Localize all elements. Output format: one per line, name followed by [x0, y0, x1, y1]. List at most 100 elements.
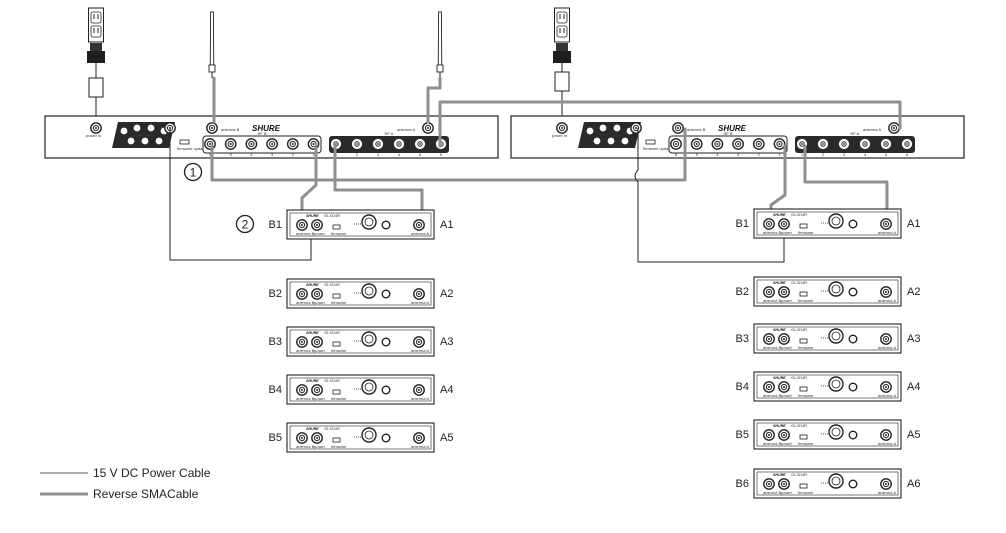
slot-label-b: B6: [736, 478, 749, 490]
xlr-output: [828, 424, 844, 440]
xlr-output: [828, 213, 844, 229]
rf-b-port-5: [286, 138, 299, 150]
dc-power-cables: [169, 128, 785, 263]
headphone-output: [381, 220, 391, 230]
power-plug-right: [553, 43, 571, 121]
rf-b-label: RF B: [257, 131, 266, 136]
slot-label-a: A3: [907, 333, 920, 345]
headphone-output: [381, 337, 391, 347]
receiver-firmware-label: firmware: [798, 298, 814, 303]
dc-cable-right: [634, 128, 785, 263]
headphone-output: [848, 479, 858, 489]
rf-b-label: RF B: [723, 131, 732, 136]
rf-b-port-1: [670, 138, 682, 150]
receiver-power-label: power: [314, 300, 326, 305]
receiver-antenna-a-jack: [880, 429, 892, 441]
receiver-power-label: power: [781, 441, 793, 446]
rf-a-port-number: 3: [843, 152, 846, 157]
receiver-firmware-label: firmware: [331, 300, 347, 305]
receiver-antenna-a-label: antenna A: [411, 444, 429, 449]
receiver-model: GLXD4R: [324, 213, 340, 218]
rf-a-port-number: 6: [440, 152, 443, 157]
power-out-label: power out: [600, 132, 618, 137]
rf-b-port-number: 6: [675, 152, 678, 157]
rf-b-port-1: [204, 138, 216, 150]
receiver-antenna-a-label: antenna A: [411, 300, 429, 305]
rf-b-port-4: [732, 138, 744, 150]
headphone-output: [381, 289, 391, 299]
receiver-brand: SHURE: [773, 328, 786, 332]
receiver-antenna-a-label: antenna A: [878, 441, 896, 446]
receiver-firmware-label: firmware: [331, 396, 347, 401]
receiver-power-label: power: [781, 230, 793, 235]
receiver-antenna-b-label: antenna B: [763, 490, 782, 495]
receiver-power-jack: [778, 218, 790, 230]
receiver-power-label: power: [314, 444, 326, 449]
headphone-output: [848, 219, 858, 229]
power-in-label: power in: [86, 133, 101, 138]
receiver-model: GLXD4R: [791, 472, 807, 477]
receiver-antenna-a-jack: [880, 478, 892, 490]
rf-a-label: RF A: [385, 131, 394, 136]
receiver-power-label: power: [781, 298, 793, 303]
receiver-antenna-b-jack: [763, 286, 775, 298]
receiver-antenna-a-jack: [880, 218, 892, 230]
receiver-antenna-b-label: antenna B: [763, 441, 782, 446]
wall-outlet-right: [554, 7, 570, 43]
xlr-output: [361, 427, 377, 443]
rf-a-port-number: 2: [822, 152, 825, 157]
headphone-output: [848, 430, 858, 440]
legend-label-sma-cable: Reverse SMACable: [93, 487, 199, 501]
rf-a-port-number: 4: [398, 152, 401, 157]
receiver-antenna-a-jack: [413, 432, 425, 444]
receiver-brand: SHURE: [773, 376, 786, 380]
svg-text:1: 1: [190, 166, 197, 180]
slot-label-a: A2: [440, 288, 453, 300]
receiver-antenna-a-jack: [413, 336, 425, 348]
receiver-antenna-a-label: antenna A: [411, 348, 429, 353]
svg-text:2: 2: [242, 218, 249, 232]
rf-b-port-number: 2: [758, 152, 761, 157]
headphone-output: [848, 382, 858, 392]
legend: 15 V DC Power Cable Reverse SMACable: [40, 466, 211, 501]
power-and-antenna-hardware: [87, 7, 571, 121]
antenna-b-input: [206, 122, 218, 134]
slot-label-a: A5: [907, 429, 920, 441]
receiver-model: GLXD4R: [791, 280, 807, 285]
receiver-model: GLXD4R: [791, 423, 807, 428]
receiver-brand: SHURE: [773, 281, 786, 285]
dc-cable-left: [169, 128, 312, 261]
rf-a-port-number: 5: [885, 152, 888, 157]
xlr-output: [361, 331, 377, 347]
xlr-output: [361, 379, 377, 395]
receiver-antenna-b-label: antenna B: [296, 348, 315, 353]
power-in-jack: [90, 122, 102, 134]
slot-label-a: A2: [907, 286, 920, 298]
antenna-a-input: [422, 122, 434, 134]
rf-b-port-6: [773, 138, 786, 150]
receiver-model: GLXD4R: [324, 282, 340, 287]
receiver-power-label: power: [781, 345, 793, 350]
power-plug-left: [87, 43, 105, 121]
slot-label-a: A3: [440, 336, 453, 348]
receiver-model: GLXD4R: [791, 327, 807, 332]
receiver-antenna-b-jack: [763, 478, 775, 490]
rf-a-block: [795, 136, 915, 153]
antenna-b-input: [672, 122, 684, 134]
receiver-model: GLXD4R: [791, 212, 807, 217]
receiver-antenna-a-label: antenna A: [878, 393, 896, 398]
receiver-brand: SHURE: [306, 283, 319, 287]
antenna-a-left: [436, 11, 444, 73]
antenna-b-label: antenna B: [687, 127, 706, 132]
headphone-output: [848, 334, 858, 344]
receiver-antenna-b-jack: [296, 384, 308, 396]
